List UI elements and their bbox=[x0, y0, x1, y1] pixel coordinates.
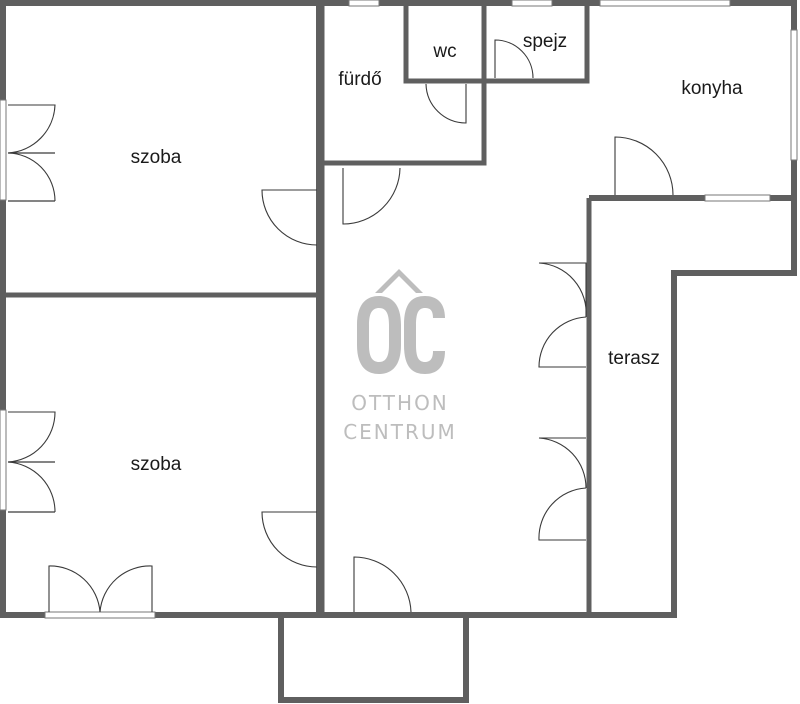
door-wc bbox=[425, 83, 467, 124]
spejz-wall bbox=[481, 3, 590, 84]
door-upper-left-a bbox=[7, 104, 56, 154]
door-spejz bbox=[494, 39, 534, 79]
window-top-kitchen bbox=[599, 0, 731, 7]
logo-line1: OTTHON bbox=[351, 391, 449, 415]
otthon-centrum-logo: OTTHON CENTRUM bbox=[343, 269, 457, 444]
window-top-bath bbox=[348, 0, 380, 7]
door-bottom-b bbox=[99, 565, 153, 613]
balcony-wall bbox=[278, 615, 469, 703]
door-balcony bbox=[353, 556, 412, 613]
door-upper-right bbox=[261, 189, 318, 246]
door-lower-left-b bbox=[7, 461, 56, 513]
room-label-furdo: fürdő bbox=[338, 69, 381, 90]
windows bbox=[0, 0, 798, 619]
room-label-szoba-upper: szoba bbox=[131, 147, 182, 168]
terrace-wall bbox=[589, 195, 797, 618]
door-lower-right bbox=[261, 511, 318, 568]
door-bathroom bbox=[342, 167, 401, 225]
room-label-spejz: spejz bbox=[523, 31, 567, 52]
room-labels: szoba szoba fürdő wc spejz konyha terasz bbox=[131, 31, 743, 475]
logo-caret-icon bbox=[375, 269, 423, 293]
door-terrace-lower-a bbox=[538, 437, 587, 489]
door-terrace-lower-b bbox=[538, 487, 587, 541]
door-terrace-upper-b bbox=[538, 316, 587, 368]
left-block-wall bbox=[0, 0, 322, 618]
door-lower-left-a bbox=[7, 411, 56, 463]
door-kitchen bbox=[614, 136, 674, 196]
window-kitchen-terrace bbox=[704, 194, 771, 202]
logo-c-icon bbox=[404, 296, 445, 374]
window-bottom-left bbox=[44, 611, 156, 619]
window-left-upper bbox=[0, 99, 7, 201]
logo-line2: CENTRUM bbox=[343, 420, 457, 444]
room-label-szoba-lower: szoba bbox=[131, 454, 182, 475]
door-bottom-a bbox=[48, 565, 101, 613]
window-right-kitchen bbox=[790, 29, 798, 161]
door-terrace-upper-a bbox=[538, 262, 587, 318]
door-upper-left-b bbox=[7, 152, 56, 202]
window-top-spejz bbox=[511, 0, 553, 7]
room-label-wc: wc bbox=[432, 41, 456, 62]
doors bbox=[7, 39, 674, 613]
logo-o-icon bbox=[357, 296, 401, 374]
room-label-konyha: konyha bbox=[681, 78, 743, 99]
window-left-lower bbox=[0, 409, 7, 511]
room-label-terasz: terasz bbox=[608, 348, 660, 369]
